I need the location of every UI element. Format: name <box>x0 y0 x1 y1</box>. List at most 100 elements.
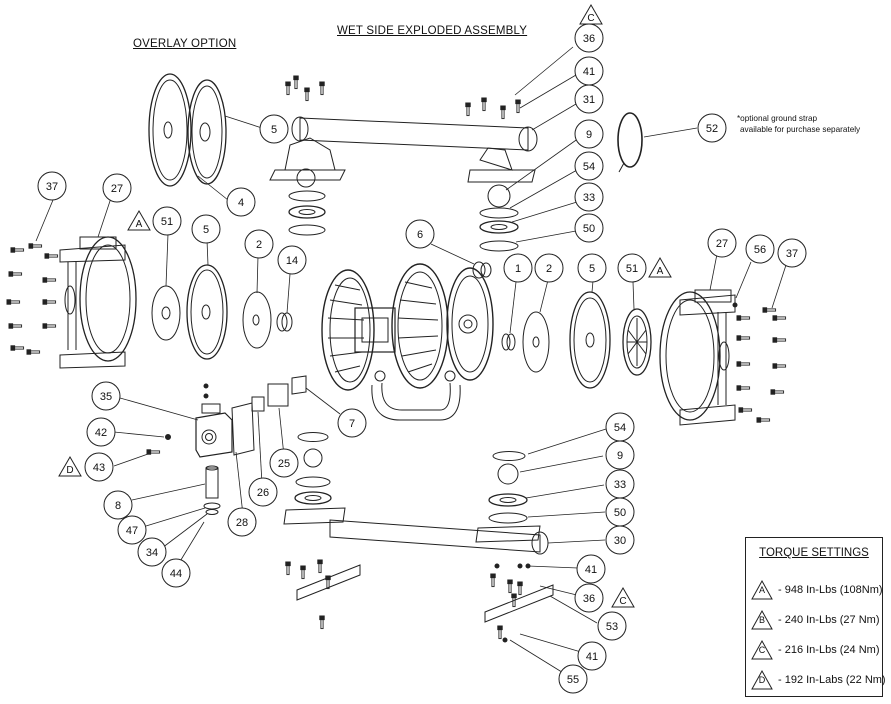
callout-47: 47 <box>117 515 147 545</box>
callout-circle <box>697 113 727 143</box>
left-outer-chamber <box>59 236 137 369</box>
callout-circle <box>707 228 737 258</box>
callout-circle <box>777 238 807 268</box>
ground-strap-note: *optional ground strap available for pur… <box>737 113 860 135</box>
callout-41: 41 <box>574 56 604 86</box>
torque-row-value: - 240 In-Lbs (27 Nm) <box>778 614 880 626</box>
callout-circle <box>597 611 627 641</box>
callout-circle <box>405 219 435 249</box>
callout-number: 1 <box>515 263 521 275</box>
callout-circle <box>152 206 182 236</box>
torque-flag-triangle <box>127 210 151 231</box>
callout-circle <box>161 558 191 588</box>
callout-number: 41 <box>583 66 595 78</box>
callout-number: 9 <box>586 129 592 141</box>
callout-number: 33 <box>583 192 595 204</box>
callout-number: 51 <box>626 263 638 275</box>
callout-circle <box>244 229 274 259</box>
callout-number: 2 <box>256 239 262 251</box>
torque-row-letter: D <box>758 675 766 685</box>
callout-number: 42 <box>95 427 107 439</box>
callout-circle <box>745 234 775 264</box>
callout-circle <box>534 253 564 283</box>
torque-row-value: - 216 In-Lbs (24 Nm) <box>778 644 880 656</box>
callout-27: 27 <box>707 228 737 258</box>
callout-28: 28 <box>227 507 257 537</box>
callout-circle <box>605 440 635 470</box>
torque-flag-letter: A <box>657 266 664 277</box>
callout-circle <box>577 641 607 671</box>
callout-number: 35 <box>100 391 112 403</box>
ground-strap <box>617 112 643 173</box>
callout-number: 54 <box>614 422 626 434</box>
callout-circle <box>226 187 256 217</box>
callout-50: 50 <box>574 213 604 243</box>
callout-circle <box>103 490 133 520</box>
torque-settings-table: TORQUE SETTINGS A - 948 In-Lbs (108Nm) B… <box>745 537 886 697</box>
torque-flag-letter: C <box>619 596 626 607</box>
callout-6: 6 <box>405 219 435 249</box>
callout-34: 34 <box>137 537 167 567</box>
callout-42: 42 <box>86 417 116 447</box>
callout-number: 26 <box>257 487 269 499</box>
callout-number: 5 <box>589 263 595 275</box>
torque-flag-A: A <box>127 210 151 231</box>
callout-27: 27 <box>102 173 132 203</box>
callout-1: 1 <box>503 253 533 283</box>
callout-number: 5 <box>203 224 209 236</box>
torque-flag-C: C <box>611 587 635 608</box>
wet-side-title: WET SIDE EXPLODED ASSEMBLY <box>337 25 528 37</box>
callout-37: 37 <box>777 238 807 268</box>
callout-56: 56 <box>745 234 775 264</box>
callout-41: 41 <box>577 641 607 671</box>
callout-circle <box>137 537 167 567</box>
callout-8: 8 <box>103 490 133 520</box>
callout-number: 6 <box>417 229 423 241</box>
callout-53: 53 <box>597 611 627 641</box>
callout-circle <box>117 515 147 545</box>
callout-number: 25 <box>278 458 290 470</box>
left-diaphragm-stack <box>151 264 293 360</box>
callout-circle <box>574 151 604 181</box>
torque-flag-D: D <box>58 456 82 477</box>
upper-check-stack <box>288 168 326 236</box>
callout-number: 36 <box>583 593 595 605</box>
torque-flag-A: A <box>648 257 672 278</box>
bottom-manifold <box>283 507 549 555</box>
callout-54: 54 <box>605 412 635 442</box>
callout-circle <box>269 448 299 478</box>
callout-number: 4 <box>238 197 244 209</box>
callout-33: 33 <box>574 182 604 212</box>
torque-flag-letter: A <box>136 219 143 230</box>
callout-51: 51 <box>617 253 647 283</box>
callout-number: 30 <box>614 535 626 547</box>
callout-circle <box>259 114 289 144</box>
callout-30: 30 <box>605 525 635 555</box>
callout-5: 5 <box>191 214 221 244</box>
callout-number: 37 <box>786 248 798 260</box>
torque-flag-letter: D <box>66 465 73 476</box>
torque-flag-triangle <box>58 456 82 477</box>
callout-number: 31 <box>583 94 595 106</box>
callout-circle <box>577 253 607 283</box>
torque-settings-title: TORQUE SETTINGS <box>759 547 869 559</box>
right-diaphragm-stack <box>501 291 652 389</box>
callout-50: 50 <box>605 497 635 527</box>
callout-37: 37 <box>37 171 67 201</box>
overlay-option-title: OVERLAY OPTION <box>133 38 237 50</box>
torque-row-c: C - 216 In-Lbs (24 Nm) <box>750 639 882 663</box>
callout-circle <box>337 408 367 438</box>
torque-row-value: - 192 In-Labs (22 Nm) <box>778 674 886 686</box>
callout-number: 27 <box>716 238 728 250</box>
callout-number: 36 <box>583 33 595 45</box>
overlay-diaphragm-part <box>148 73 227 187</box>
callout-2: 2 <box>534 253 564 283</box>
callout-25: 25 <box>269 448 299 478</box>
callout-number: 34 <box>146 547 158 559</box>
callout-54: 54 <box>574 151 604 181</box>
callout-circle <box>574 213 604 243</box>
callout-number: 51 <box>161 216 173 228</box>
callout-circle <box>617 253 647 283</box>
callout-circle <box>227 507 257 537</box>
